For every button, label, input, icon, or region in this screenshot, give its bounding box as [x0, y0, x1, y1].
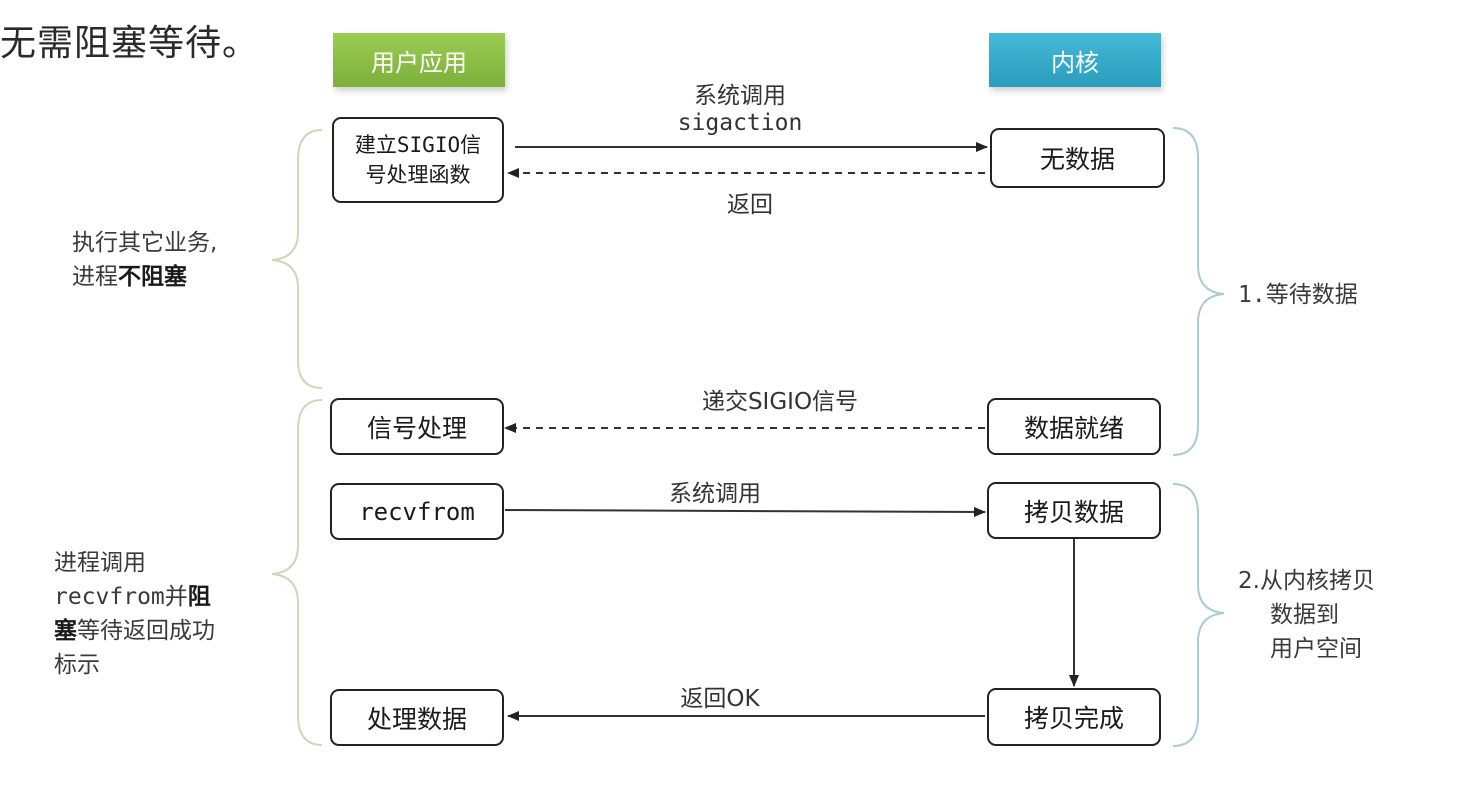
note-phase2: 进程调用 recvfrom并阻 塞等待返回成功 标示: [54, 546, 274, 682]
note-phase2-bold1: 阻: [187, 584, 211, 610]
setup-box-line1: 建立SIGIO信: [354, 133, 482, 157]
signal-handling-box: 信号处理: [330, 398, 504, 455]
note-stage2-line1: 2.从内核拷贝: [1238, 568, 1375, 594]
arrow-recvfrom-call: [504, 506, 986, 517]
note-stage2-line3: 用户空间: [1270, 636, 1362, 662]
setup-box-line2: 号处理函数: [365, 163, 471, 187]
note-phase2-suffix: 并: [164, 584, 188, 610]
setup-sigio-handler-box: 建立SIGIO信 号处理函数: [332, 117, 504, 203]
label-deliver-sigio: 递交SIGIO信号: [701, 389, 859, 415]
note-phase2-line4: 标示: [54, 652, 100, 678]
kernel-header: 内核: [989, 33, 1161, 87]
recvfrom-box: recvfrom: [330, 483, 504, 540]
label-syscall-2: 系统调用: [669, 481, 761, 507]
note-phase2-mono: recvfrom: [54, 584, 165, 610]
top-text: 无需阻塞等待。: [0, 23, 260, 64]
label-sigaction: sigaction: [677, 110, 803, 136]
note-phase1-line1: 执行其它业务,: [72, 230, 218, 256]
process-data-box: 处理数据: [330, 689, 504, 746]
copy-done-box: 拷贝完成: [987, 688, 1161, 746]
note-phase1-prefix: 进程: [72, 264, 118, 290]
copy-data-box: 拷贝数据: [987, 482, 1161, 539]
label-return-1: 返回: [727, 192, 773, 218]
note-phase2-line3-suffix: 等待返回成功: [77, 618, 215, 644]
note-phase2-line3: 塞等待返回成功: [54, 614, 274, 648]
left-brace-phase2: [271, 399, 323, 746]
note-stage2: 2.从内核拷贝 数据到 用户空间: [1238, 564, 1448, 666]
note-phase2-line2: recvfrom并阻: [54, 580, 274, 614]
label-return-ok: 返回OK: [680, 686, 760, 712]
note-phase1-bold: 不阻塞: [118, 264, 187, 290]
note-phase2-line1: 进程调用: [54, 550, 146, 576]
note-stage1: 1.等待数据: [1238, 282, 1358, 308]
right-brace-stage1: [1172, 127, 1225, 456]
note-phase1: 执行其它业务, 进程不阻塞: [72, 226, 272, 294]
note-phase2-bold2: 塞: [54, 618, 77, 644]
label-syscall-1: 系统调用: [694, 83, 786, 109]
right-brace-stage2: [1172, 483, 1225, 747]
note-stage2-line2: 数据到: [1270, 602, 1339, 628]
user-app-header: 用户应用: [333, 33, 505, 87]
data-ready-box: 数据就绪: [987, 398, 1161, 455]
left-brace-phase1: [271, 129, 323, 389]
no-data-box: 无数据: [990, 128, 1165, 188]
note-phase1-line2: 进程不阻塞: [72, 260, 272, 294]
